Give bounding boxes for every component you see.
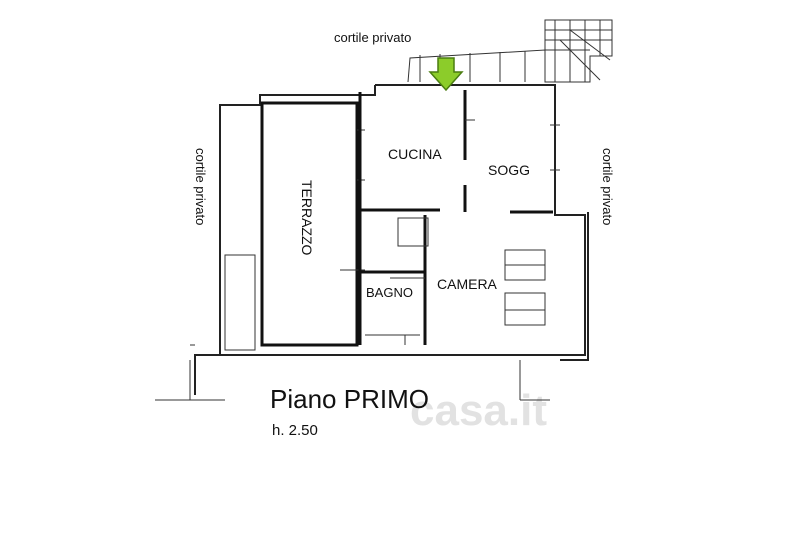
room-bagno-label: BAGNO bbox=[366, 285, 413, 300]
floor-title: Piano PRIMO bbox=[270, 384, 429, 414]
cortile-left-label: cortile privato bbox=[193, 148, 208, 225]
arrow-down-icon bbox=[428, 57, 464, 92]
watermark: casa.it bbox=[410, 386, 547, 435]
terrazzo-area bbox=[224, 101, 365, 351]
interior-walls bbox=[358, 90, 560, 345]
room-terrazzo-label: TERRAZZO bbox=[299, 180, 315, 256]
cortile-top-label: cortile privato bbox=[334, 30, 411, 45]
floor-height: h. 2.50 bbox=[272, 422, 318, 439]
room-camera-label: CAMERA bbox=[437, 276, 498, 292]
room-sogg-label: SOGG bbox=[488, 162, 530, 178]
outer-walls bbox=[155, 84, 589, 401]
room-cucina-label: CUCINA bbox=[388, 146, 442, 162]
camera-furniture bbox=[504, 249, 546, 326]
cortile-right-label: cortile privato bbox=[600, 148, 615, 225]
